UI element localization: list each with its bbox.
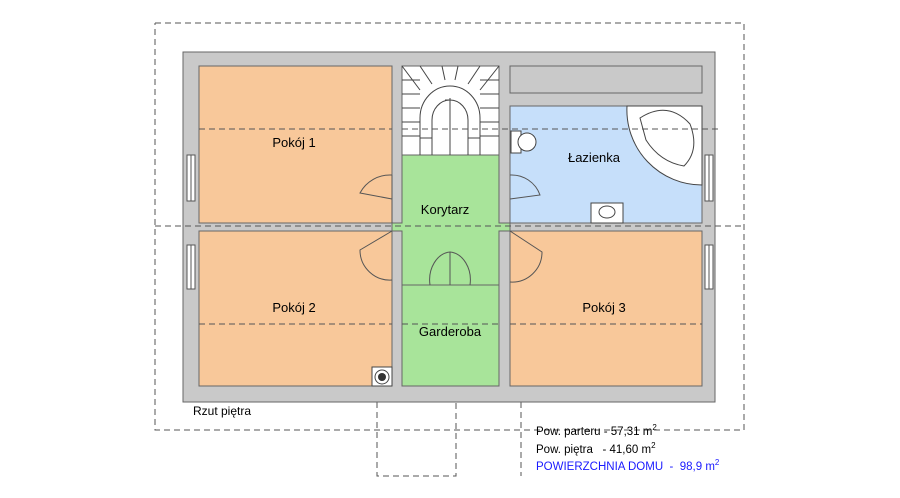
area-upper: Pow. piętra - 41,60 m2 — [536, 441, 656, 456]
windows — [186, 154, 714, 290]
washbasin — [590, 202, 624, 224]
label-garderoba: Garderoba — [419, 324, 482, 339]
room-garderoba — [401, 284, 500, 387]
roof-outline — [154, 22, 745, 431]
label-pokoj-3: Pokój 3 — [582, 300, 625, 315]
stair-outline — [376, 402, 457, 477]
cut-lines — [155, 128, 744, 325]
area-upper-unit: 2 — [651, 441, 656, 450]
area-ground: Pow. parteru - 57,31 m2 — [536, 423, 657, 438]
area-total: POWIERZCHNIA DOMU - 98,9 m2 — [536, 458, 719, 473]
plan-caption: Rzut piętra — [193, 404, 252, 418]
area-ground-unit: 2 — [652, 423, 657, 432]
toilet — [510, 130, 537, 154]
area-total-text: POWIERZCHNIA DOMU - 98,9 m — [536, 460, 715, 473]
shelf-area — [509, 65, 703, 94]
label-pokoj-2: Pokój 2 — [272, 300, 315, 315]
area-ground-text: Pow. parteru - 57,31 m — [536, 425, 653, 438]
room-pokoj-1 — [198, 65, 393, 224]
room-korytarz — [391, 154, 511, 286]
area-upper-text: Pow. piętra - 41,60 m — [536, 443, 652, 456]
bathtub — [626, 105, 703, 186]
chimney — [371, 366, 393, 387]
room-pokoj-2 — [198, 230, 393, 387]
area-total-unit: 2 — [714, 458, 720, 467]
label-lazienka: Łazienka — [568, 150, 621, 165]
staircase — [401, 65, 500, 156]
label-korytarz: Korytarz — [421, 202, 469, 217]
label-pokoj-1: Pokój 1 — [272, 135, 315, 150]
doors — [359, 174, 543, 286]
